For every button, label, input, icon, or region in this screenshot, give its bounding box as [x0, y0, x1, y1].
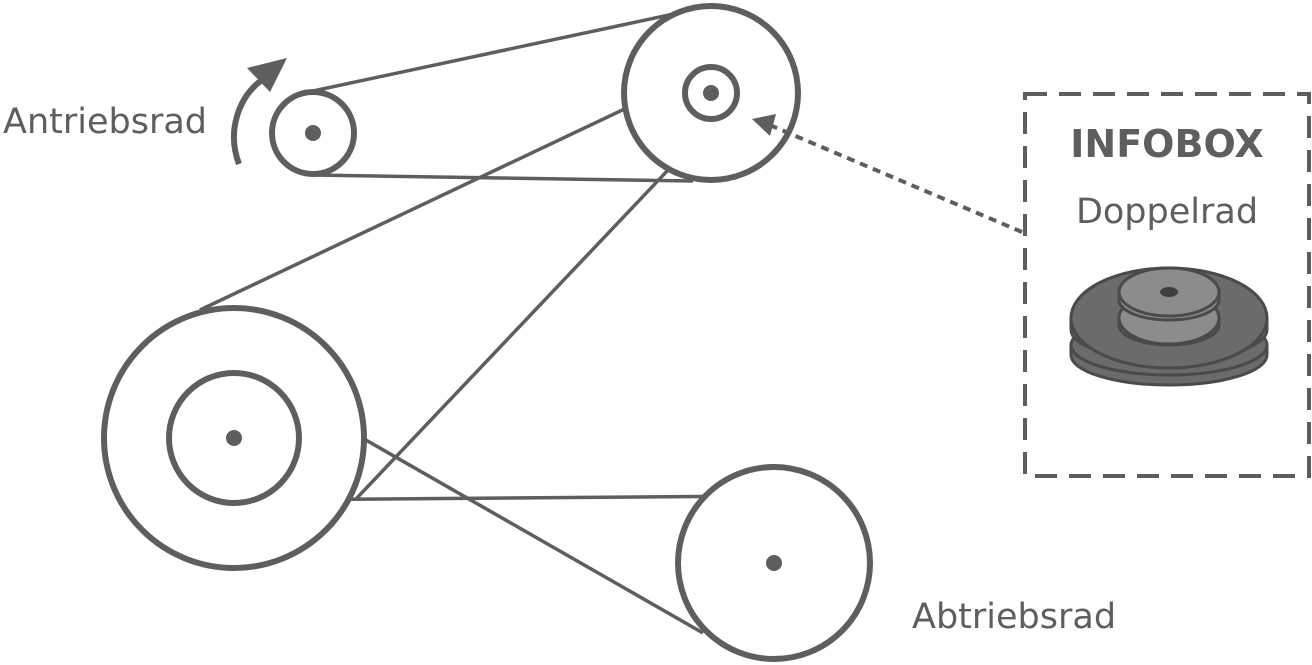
infobox: INFOBOX Doppelrad — [1023, 92, 1311, 478]
belt-middle-left — [199, 76, 691, 312]
infobox-frame — [1023, 92, 1311, 478]
pulleys — [101, 3, 873, 662]
drive-wheel-axle — [305, 125, 321, 141]
double-wheel-axle — [703, 85, 719, 101]
rotation-arrow-icon — [231, 58, 287, 166]
pointer-arrow-icon — [752, 114, 1023, 234]
belt-upper-top — [312, 10, 684, 93]
belt-middle-right — [353, 108, 727, 502]
drive-wheel-label: Antriebsrad — [3, 102, 207, 142]
large-wheel-axle — [226, 430, 242, 446]
driven-wheel-axle — [766, 555, 782, 571]
infobox-title: INFOBOX — [1070, 122, 1263, 166]
infobox-subtitle: Doppelrad — [1076, 192, 1258, 232]
belt-upper-bottom — [312, 173, 694, 183]
double-pulley-icon — [1069, 266, 1269, 387]
driven-wheel-label: Abtriebsrad — [912, 597, 1116, 637]
